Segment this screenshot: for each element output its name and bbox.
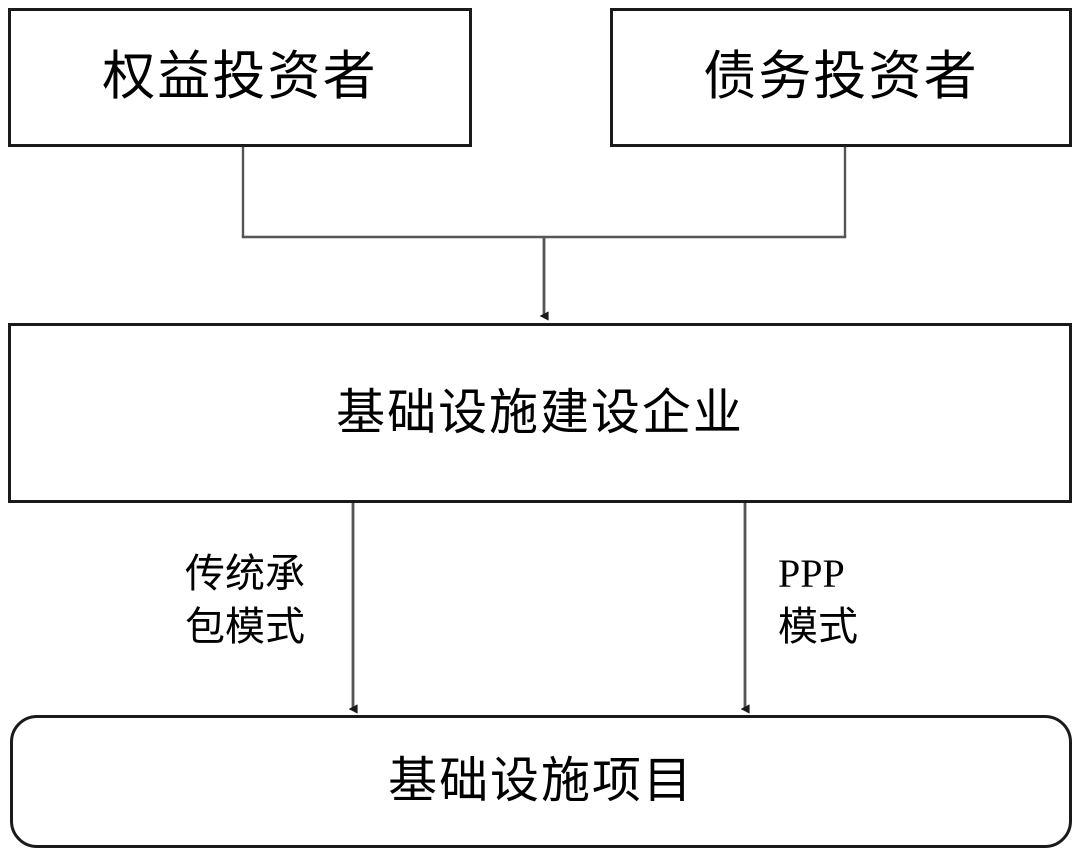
node-infrastructure-project[interactable]: 基础设施项目 [10, 715, 1072, 848]
node-equity-investors-label: 权益投资者 [102, 47, 378, 106]
node-debt-investors-label: 债务投资者 [703, 47, 979, 106]
node-construction-enterprise[interactable]: 基础设施建设企业 [8, 323, 1072, 503]
node-construction-enterprise-label: 基础设施建设企业 [336, 384, 744, 440]
node-debt-investors[interactable]: 债务投资者 [610, 8, 1072, 147]
node-equity-investors[interactable]: 权益投资者 [8, 8, 472, 147]
node-infrastructure-project-label: 基础设施项目 [388, 753, 694, 809]
edge-label-ppp-mode: PPP 模式 [778, 551, 858, 649]
edge-label-traditional-contracting: 传统承 包模式 [185, 551, 305, 649]
